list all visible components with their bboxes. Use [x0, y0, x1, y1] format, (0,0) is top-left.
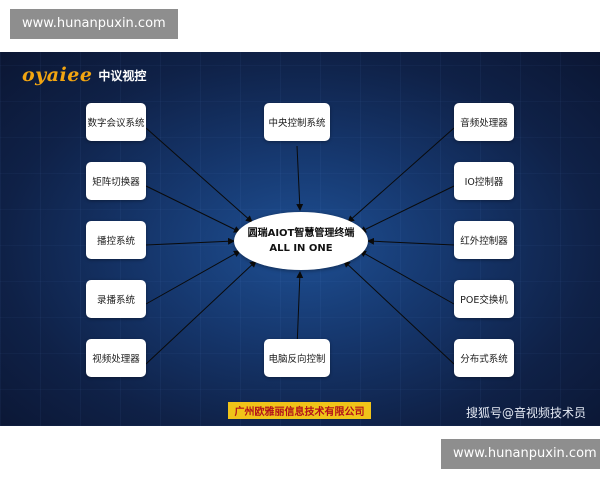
edge-center-top — [296, 145, 304, 211]
hub-subtitle: ALL IN ONE — [269, 243, 333, 254]
node-matrix-switcher: 矩阵切换器 — [86, 162, 146, 200]
edge-left-4 — [145, 250, 241, 305]
watermark-bottom: www.hunanpuxin.com — [441, 439, 600, 469]
node-poe-switch: POE交换机 — [454, 280, 514, 318]
edge-left-5 — [145, 260, 257, 365]
logo-text: 中议视控 — [98, 68, 147, 83]
edge-right-3 — [367, 237, 455, 246]
node-pc-reverse-control: 电脑反向控制 — [264, 339, 330, 377]
node-distributed-system: 分布式系统 — [454, 339, 514, 377]
hub-title: 圆瑞AIOT智慧管理终端 — [247, 228, 355, 239]
hub-aiot-terminal: 圆瑞AIOT智慧管理终端 ALL IN ONE — [234, 212, 368, 270]
connector-lines — [145, 127, 455, 365]
edge-right-4 — [359, 250, 455, 305]
edge-left-1 — [145, 127, 253, 223]
node-central-control: 中央控制系统 — [264, 103, 330, 141]
logo-mark: oyaiee — [22, 64, 93, 86]
edge-right-2 — [359, 185, 455, 233]
watermark-top: www.hunanpuxin.com — [10, 9, 178, 39]
company-banner: 广州欧雅丽信息技术有限公司 — [228, 402, 371, 419]
edge-center-bottom — [296, 271, 304, 349]
brand-logo: oyaiee 中议视控 — [22, 62, 146, 88]
node-digital-conference: 数字会议系统 — [86, 103, 146, 141]
edge-right-5 — [343, 260, 455, 365]
node-io-controller: IO控制器 — [454, 162, 514, 200]
node-playback-control: 播控系统 — [86, 221, 146, 259]
edge-right-1 — [347, 127, 455, 223]
node-audio-processor: 音频处理器 — [454, 103, 514, 141]
node-video-processor: 视频处理器 — [86, 339, 146, 377]
source-credit: 搜狐号@音视频技术员 — [466, 406, 587, 420]
node-recording-system: 录播系统 — [86, 280, 146, 318]
node-ir-controller: 红外控制器 — [454, 221, 514, 259]
diagram-panel: oyaiee 中议视控 数字会议系统 矩阵切换器 播控系统 录播系统 视频处理器… — [0, 52, 600, 426]
edge-left-2 — [145, 185, 241, 233]
edge-left-3 — [145, 237, 235, 246]
